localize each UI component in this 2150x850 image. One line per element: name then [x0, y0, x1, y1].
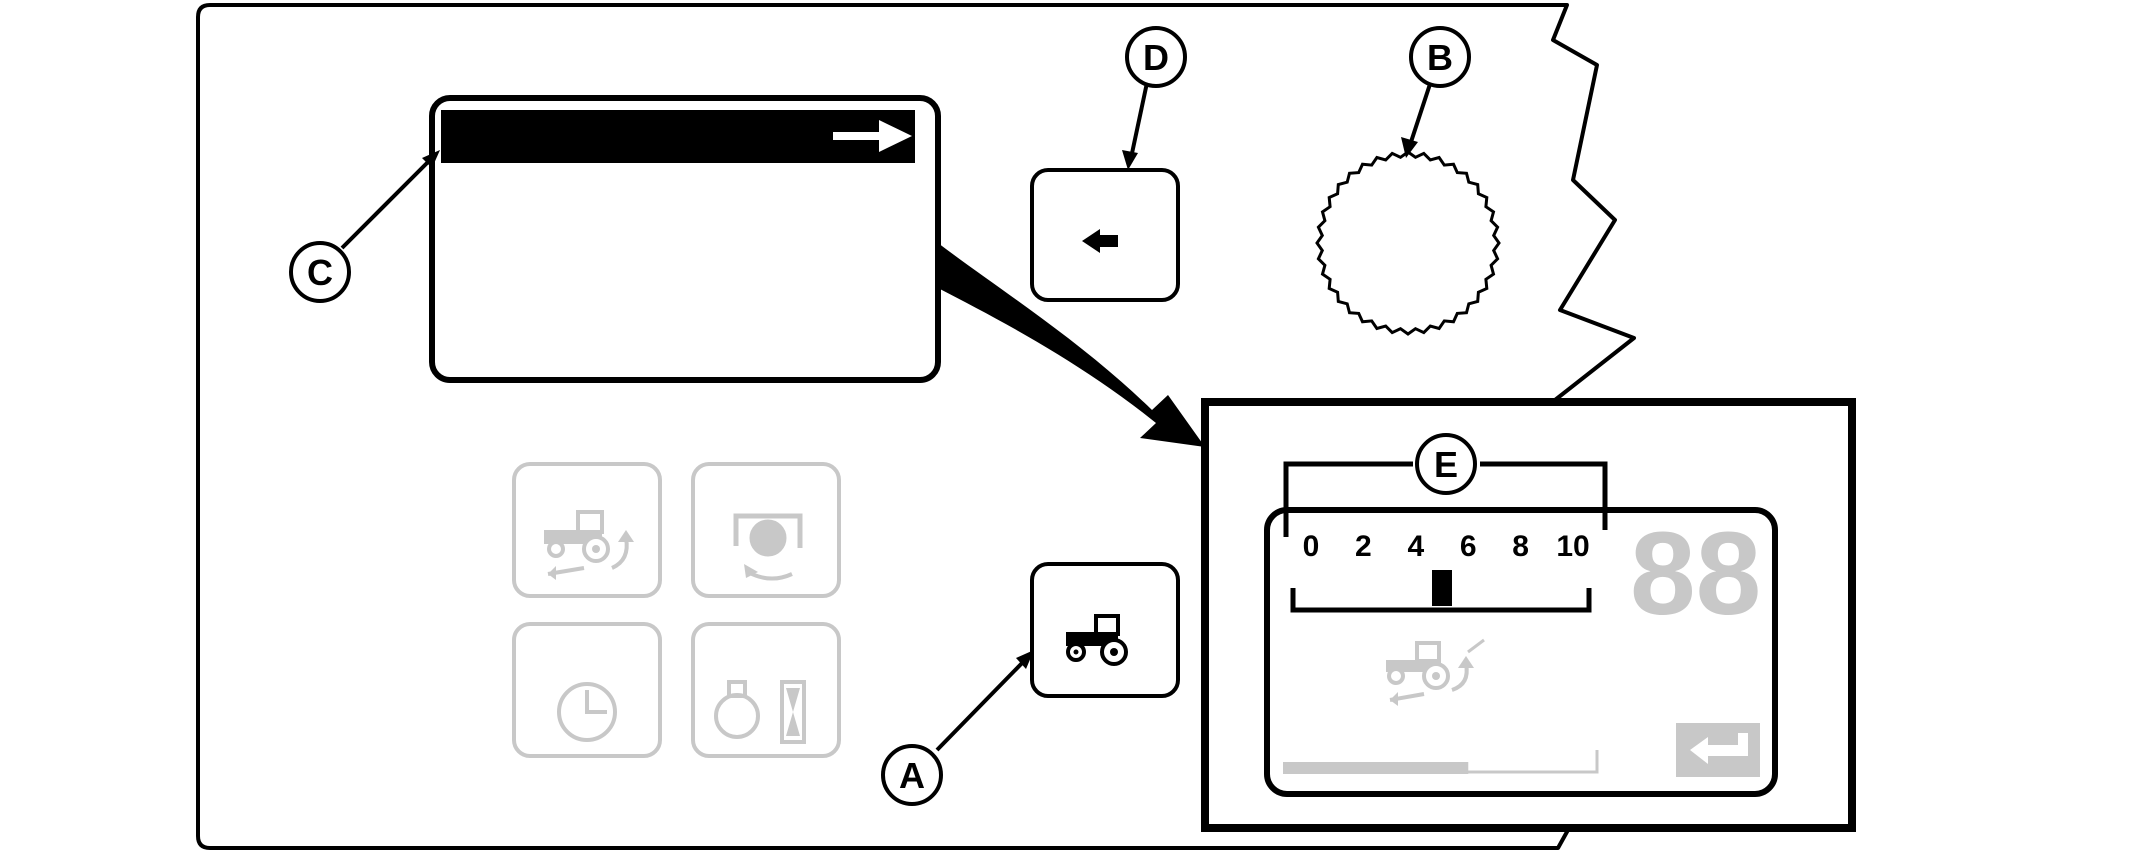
scale-tick-label: 0: [1303, 530, 1320, 563]
callout-c-label: C: [307, 252, 333, 293]
callout-b-label: B: [1427, 37, 1453, 78]
tractor-turn-icon: [544, 510, 634, 580]
detail-view: 0 2 4 6 8 10 88: [1201, 398, 1856, 832]
detail-pointer-arrow: [938, 243, 1205, 447]
rotary-dial-icon: [733, 513, 803, 581]
back-button[interactable]: [1030, 168, 1180, 302]
tractor-turn-icon: [1386, 638, 1485, 706]
scale-bracket: [1283, 461, 1608, 537]
callout-d: D: [1125, 26, 1187, 88]
callout-b: B: [1409, 26, 1471, 88]
scale-tick-labels: 0 2 4 6 8 10: [1303, 530, 1590, 563]
scale-tick-label: 8: [1512, 530, 1529, 563]
scale-tick-label: 6: [1460, 530, 1477, 563]
callout-e-label: E: [1434, 444, 1458, 485]
message-screen: [429, 95, 941, 383]
digital-readout: 88: [1630, 508, 1761, 640]
display-screen: 0 2 4 6 8 10 88: [1264, 461, 1778, 797]
scale-tick-label: 4: [1407, 530, 1424, 563]
scale-tick-label: 10: [1556, 530, 1589, 563]
scale-tick-label: 2: [1355, 530, 1372, 563]
tractor-icon: [1066, 614, 1128, 666]
callout-d-label: D: [1143, 37, 1169, 78]
rotary-knob[interactable]: [1315, 150, 1501, 336]
clock-icon: [557, 682, 617, 742]
back-arrow-icon: [1082, 229, 1118, 253]
clock-button[interactable]: [512, 622, 662, 758]
callout-e: E: [1415, 433, 1477, 495]
rotary-dial-button[interactable]: [691, 462, 841, 598]
callout-c: C: [289, 241, 351, 303]
scale-indicator: [1432, 570, 1452, 606]
tractor-button[interactable]: [1030, 562, 1180, 698]
callout-a-label: A: [899, 755, 925, 796]
progress-fill: [1283, 762, 1469, 774]
engine-hourglass-icon: [714, 680, 806, 744]
callout-a: A: [881, 744, 943, 806]
right-arrow-icon: [833, 120, 912, 152]
engine-hours-button[interactable]: [691, 622, 841, 758]
tractor-turn-button[interactable]: [512, 462, 662, 598]
scale-bar: [1290, 588, 1592, 613]
return-arrow-icon: [1676, 723, 1760, 777]
callout-leaders: [340, 77, 1434, 752]
